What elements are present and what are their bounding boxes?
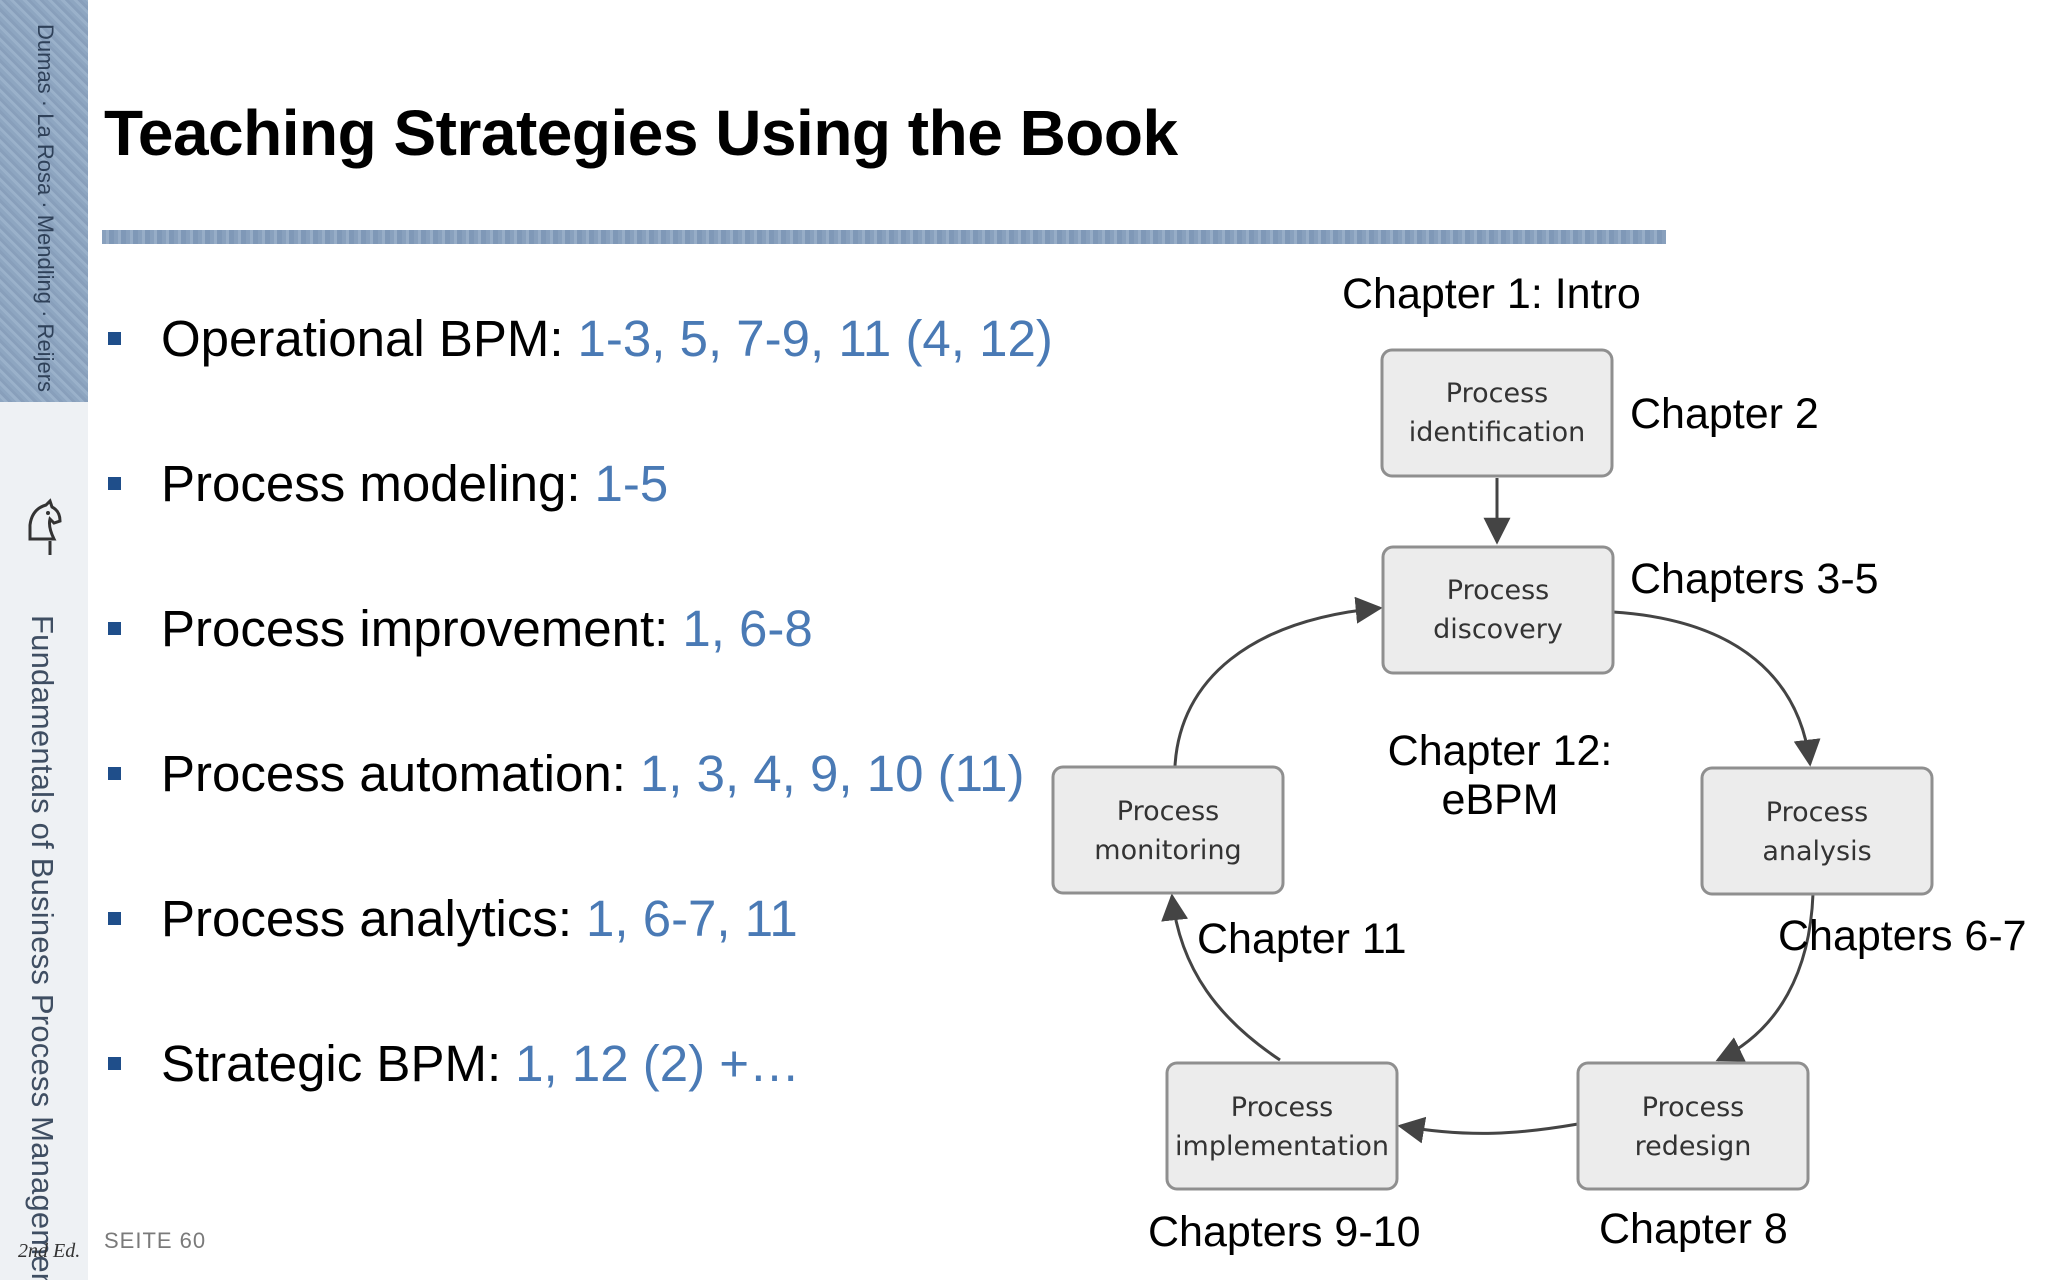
bullet-item: Process analytics: 1, 6-7, 11	[108, 888, 798, 948]
spine-edition: 2nd Ed.	[18, 1240, 81, 1262]
arrow-analysis-to-redesign	[1715, 893, 1815, 1062]
svg-text:monitoring: monitoring	[1094, 835, 1241, 866]
arrow-monitoring-to-discovery	[1173, 596, 1383, 767]
label-center-line2: eBPM	[1441, 776, 1559, 824]
slide-title: Teaching Strategies Using the Book	[104, 97, 1178, 169]
process-identification-box: Process identification	[1380, 348, 1614, 478]
arrow-discovery-to-analysis	[1612, 610, 1821, 767]
label-chapter-intro: Chapter 1: Intro	[1342, 270, 1641, 318]
svg-text:analysis: analysis	[1762, 836, 1871, 867]
bullet-chapters: 1-5	[594, 454, 669, 512]
process-monitoring-box: Process monitoring	[1051, 765, 1285, 895]
label-center-line1: Chapter 12:	[1387, 727, 1613, 775]
arrow-redesign-to-implementation	[1397, 1116, 1579, 1144]
publisher-knight-icon	[28, 498, 62, 555]
bullet-item: Process improvement: 1, 6-8	[108, 598, 813, 658]
bullet-marker	[108, 911, 121, 925]
bullet-item: Process modeling: 1-5	[108, 453, 668, 513]
bullet-label: Process automation:	[161, 744, 626, 802]
bullet-chapters: 1-3, 5, 7-9, 11 (4, 12)	[577, 309, 1053, 367]
svg-text:implementation: implementation	[1175, 1131, 1389, 1162]
svg-text:Process: Process	[1231, 1092, 1333, 1123]
label-chapter-identification: Chapter 2	[1630, 390, 1819, 438]
label-chapter-monitoring: Chapter 11	[1197, 915, 1407, 963]
bullet-chapters: 1, 6-8	[682, 599, 813, 657]
arrow-implementation-to-monitoring	[1161, 893, 1281, 1062]
label-chapter-discovery: Chapters 3-5	[1630, 555, 1879, 603]
svg-text:Process: Process	[1117, 796, 1219, 827]
svg-text:identification: identification	[1409, 417, 1586, 448]
bullet-item: Process automation: 1, 3, 4, 9, 10 (11)	[108, 743, 1025, 803]
bullet-label: Operational BPM:	[161, 309, 564, 367]
bullet-marker	[108, 1056, 121, 1070]
svg-text:discovery: discovery	[1433, 614, 1563, 645]
slide-footer: SEITE 60	[104, 1228, 207, 1253]
book-spine: Dumas · La Rosa · Mendling · Reijers Fun…	[0, 0, 88, 1280]
bullet-chapters: 1, 6-7, 11	[586, 889, 798, 947]
bullet-marker	[108, 621, 121, 635]
spine-texture	[0, 0, 88, 402]
bullet-marker	[108, 476, 121, 490]
label-chapter-redesign: Chapter 8	[1599, 1205, 1788, 1253]
bullet-label: Process analytics:	[161, 889, 572, 947]
label-chapter-implementation: Chapters 9-10	[1148, 1208, 1421, 1256]
process-discovery-box: Process discovery	[1381, 545, 1615, 675]
bullet-marker	[108, 331, 121, 345]
bullet-marker	[108, 766, 121, 780]
bullet-chapters: 1, 3, 4, 9, 10 (11)	[639, 744, 1025, 802]
process-analysis-box: Process analysis	[1700, 766, 1934, 896]
bullet-label: Process modeling:	[161, 454, 581, 512]
bullet-label: Process improvement:	[161, 599, 669, 657]
label-chapter-center: Chapter 12: eBPM	[1380, 727, 1620, 825]
process-implementation-box: Process implementation	[1165, 1061, 1399, 1191]
label-chapter-analysis: Chapters 6-7	[1778, 912, 2027, 960]
bullet-chapters: 1, 12 (2) +…	[515, 1034, 801, 1092]
svg-text:Process: Process	[1766, 797, 1868, 828]
title-underline	[102, 230, 1666, 244]
bullet-label: Strategic BPM:	[161, 1034, 502, 1092]
svg-text:Process: Process	[1446, 378, 1548, 409]
svg-text:Process: Process	[1447, 575, 1549, 606]
process-redesign-box: Process redesign	[1576, 1061, 1810, 1191]
svg-text:redesign: redesign	[1635, 1131, 1752, 1162]
bullet-item: Operational BPM: 1-3, 5, 7-9, 11 (4, 12)	[108, 308, 1053, 368]
svg-text:Process: Process	[1642, 1092, 1744, 1123]
bullet-item: Strategic BPM: 1, 12 (2) +…	[108, 1033, 800, 1093]
